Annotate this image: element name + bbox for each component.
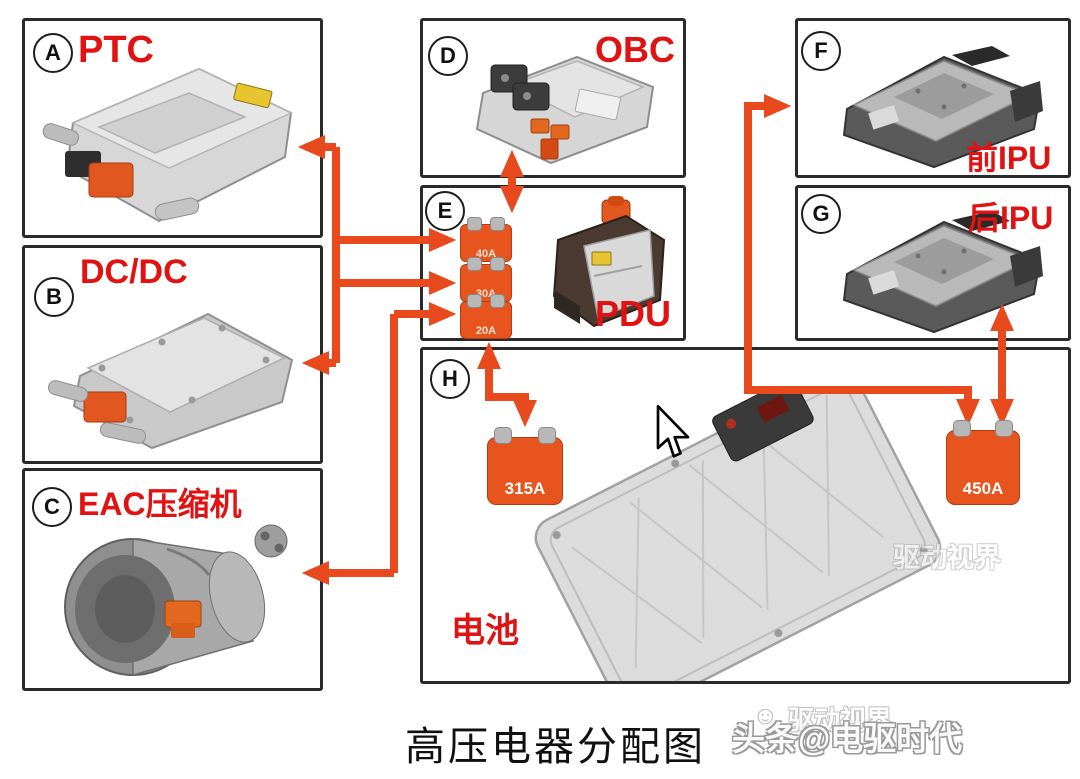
pdu-photo	[552, 196, 666, 328]
fuse-leg	[490, 294, 505, 308]
fuse-rating: 450A	[962, 479, 1004, 498]
fuse-rating: 20A	[475, 325, 497, 337]
watermark-brand: 头条@电驱时代	[732, 720, 963, 757]
component-box-ptc: A PTC	[22, 18, 323, 238]
fuse-leg	[467, 257, 482, 271]
box-letter-d: D	[428, 36, 468, 76]
fuse-leg	[490, 257, 505, 271]
box-letter-a: A	[33, 33, 73, 73]
label-front-ipu: 前IPU	[966, 140, 1052, 176]
label-rear-ipu: 后IPU	[968, 200, 1054, 236]
arrow-battery-front-ipu	[744, 94, 980, 427]
dcdc-converter-photo	[47, 312, 294, 450]
fuse-leg	[467, 294, 482, 308]
fuse-leg	[538, 427, 556, 444]
component-box-obc: D OBC	[420, 18, 686, 178]
component-box-battery: H 电池	[420, 347, 1071, 684]
box-letter-f: F	[801, 31, 841, 71]
obc-charger-photo	[475, 55, 655, 165]
arrow-fuse20a-315a	[477, 341, 537, 428]
label-dcdc: DC/DC	[80, 253, 188, 291]
mouse-cursor	[656, 405, 690, 458]
box-letter-h: H	[430, 359, 470, 399]
diagram-title: 高压电器分配图	[405, 725, 706, 769]
label-pdu: PDU	[595, 293, 672, 334]
component-box-pdu: E PDU	[420, 185, 686, 341]
eac-compressor-photo	[64, 524, 288, 676]
watermark-overlay-mid: 驱动视界	[893, 543, 1001, 573]
watermark-logo-icon: ☺	[752, 700, 779, 730]
label-obc: OBC	[595, 29, 675, 70]
label-eac: EAC压缩机	[78, 486, 242, 522]
ptc-heater-photo	[42, 67, 293, 223]
box-letter-b: B	[34, 277, 74, 317]
label-battery: 电池	[451, 612, 519, 650]
component-box-dcdc: B DC/DC	[22, 245, 323, 464]
fuse-leg	[953, 420, 971, 437]
label-ptc: PTC	[78, 29, 154, 71]
fuse-315a: 315A	[487, 427, 563, 505]
fuse-leg	[494, 427, 512, 444]
component-box-eac: C EAC压缩机	[22, 468, 323, 691]
fuse-rating: 315A	[504, 479, 546, 498]
fuse-40a: 40A	[460, 217, 512, 262]
box-letter-c: C	[32, 487, 72, 527]
fuse-leg	[467, 217, 482, 231]
fuse-20a: 20A	[460, 294, 512, 339]
fuse-450a: 450A	[946, 420, 1020, 505]
fuse-leg	[995, 420, 1013, 437]
fuse-leg	[490, 217, 505, 231]
watermark-overlay-bottom: 驱动视界	[788, 705, 893, 735]
